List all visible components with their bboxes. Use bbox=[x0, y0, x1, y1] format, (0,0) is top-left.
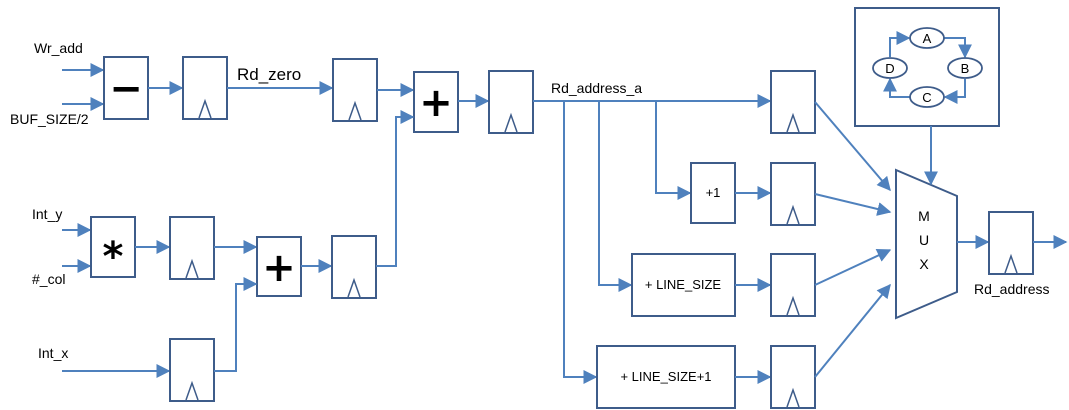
signal-label-rd-address-a: Rd_address_a bbox=[551, 80, 642, 96]
subtract-symbol: − bbox=[109, 66, 143, 112]
state-label-c: C bbox=[922, 90, 931, 105]
mux-letter-u: U bbox=[919, 232, 929, 248]
register-output-pulse-icon bbox=[1004, 253, 1018, 274]
plus-line-size-operator-box bbox=[631, 253, 736, 317]
plus-line-size-label: + LINE_SIZE bbox=[645, 277, 722, 292]
state-node-a bbox=[909, 27, 945, 49]
register-mux-in-2-pulse-icon bbox=[786, 295, 800, 316]
register-mux-in-1-pulse-icon bbox=[786, 204, 800, 225]
register-mux-in-1 bbox=[770, 162, 816, 226]
fsm-edge-b-c bbox=[943, 79, 966, 104]
register-output bbox=[988, 211, 1034, 275]
mux-shape bbox=[895, 168, 958, 320]
fsm-edge-d-a bbox=[889, 31, 911, 57]
register-sub-pulse-icon bbox=[198, 98, 212, 119]
register-offset bbox=[331, 235, 377, 299]
register-mul-pulse-icon bbox=[185, 258, 199, 279]
state-node-c bbox=[909, 86, 945, 108]
wire-offset-to-main-add bbox=[376, 110, 415, 267]
plus-line-size-plus-one-label: + LINE_SIZE+1 bbox=[620, 369, 711, 384]
register-mux-in-2 bbox=[770, 253, 816, 317]
wire-reg0-to-mux bbox=[814, 101, 891, 192]
register-mux-in-0-pulse-icon bbox=[786, 112, 800, 133]
register-rd-zero-pulse-icon bbox=[348, 100, 362, 121]
input-label-wr-add: Wr_add bbox=[34, 40, 83, 56]
register-mux-in-3 bbox=[770, 345, 816, 409]
wire-branch-plus-line-size-plus-one bbox=[563, 101, 598, 384]
signal-label-rd-zero: Rd_zero bbox=[237, 65, 301, 84]
register-mux-in-3-pulse-icon bbox=[786, 387, 800, 408]
wire-int-x-to-add bbox=[214, 277, 258, 372]
register-mux-in-0 bbox=[770, 70, 816, 134]
plus-one-label: +1 bbox=[706, 185, 721, 200]
state-node-b bbox=[947, 57, 983, 79]
signal-label-rd-address: Rd_address bbox=[974, 281, 1050, 297]
state-label-d: D bbox=[885, 61, 894, 76]
plus-one-operator-box bbox=[690, 162, 736, 224]
add-operator-box-main bbox=[413, 71, 459, 133]
register-int-x bbox=[169, 338, 215, 402]
state-label-b: B bbox=[961, 61, 970, 76]
state-node-d bbox=[872, 57, 908, 79]
register-rd-zero bbox=[332, 58, 378, 122]
fsm-edge-a-b bbox=[944, 37, 972, 59]
wire-reg1-to-mux bbox=[814, 193, 892, 216]
register-rd-address-a-pulse-icon bbox=[504, 112, 518, 133]
register-sub bbox=[182, 56, 228, 120]
fsm-edge-c-d bbox=[883, 77, 910, 98]
wire-reg3-to-mux bbox=[814, 283, 891, 378]
mux-letter-m: M bbox=[918, 208, 930, 224]
wire-branch-plus-one bbox=[655, 101, 692, 200]
register-int-x-pulse-icon bbox=[185, 380, 199, 401]
mux-letter-x: X bbox=[919, 256, 929, 272]
register-rd-address-a bbox=[488, 70, 534, 134]
state-label-a: A bbox=[923, 31, 932, 46]
add-symbol-main: + bbox=[419, 80, 453, 126]
wire-branch-plus-line-size bbox=[598, 101, 633, 292]
add-symbol-secondary: + bbox=[262, 245, 296, 291]
register-offset-pulse-icon bbox=[347, 277, 361, 298]
input-label-num-col: #_col bbox=[32, 271, 65, 287]
wire-reg2-to-mux bbox=[814, 248, 892, 286]
input-label-int-x: Int_x bbox=[38, 345, 68, 361]
input-label-buf-size-half: BUF_SIZE/2 bbox=[10, 111, 89, 127]
register-mul bbox=[169, 216, 215, 280]
input-label-int-y: Int_y bbox=[32, 206, 62, 222]
multiply-symbol: * bbox=[103, 234, 124, 280]
